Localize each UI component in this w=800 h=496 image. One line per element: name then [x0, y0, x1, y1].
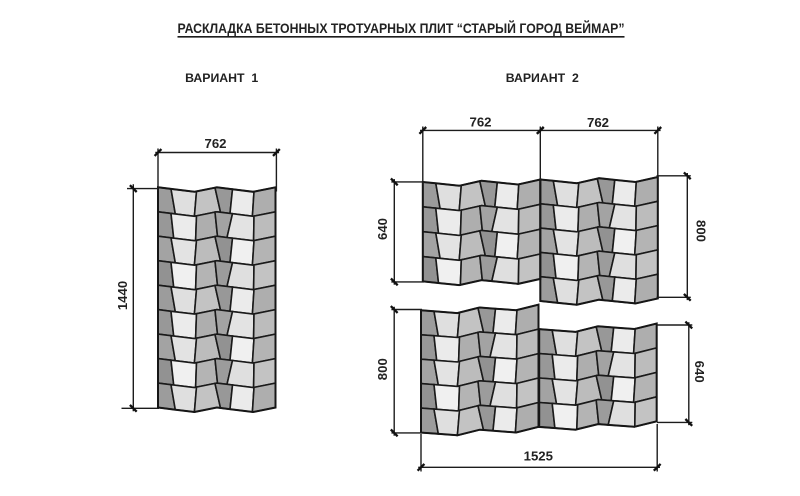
svg-text:762: 762: [204, 136, 226, 151]
svg-text:ВАРИАНТ 1: ВАРИАНТ 1: [185, 71, 258, 85]
svg-text:800: 800: [375, 358, 390, 380]
svg-text:762: 762: [587, 115, 609, 130]
svg-text:1440: 1440: [115, 281, 130, 310]
svg-text:640: 640: [692, 361, 707, 383]
svg-text:РАСКЛАДКА БЕТОННЫХ ТРОТУАРНЫХ: РАСКЛАДКА БЕТОННЫХ ТРОТУАРНЫХ ПЛИТ “СТАР…: [178, 19, 625, 36]
svg-text:ВАРИАНТ 2: ВАРИАНТ 2: [506, 71, 579, 85]
svg-text:640: 640: [375, 218, 390, 240]
svg-text:800: 800: [694, 220, 709, 242]
svg-text:1525: 1525: [524, 449, 553, 464]
svg-text:762: 762: [469, 115, 491, 130]
